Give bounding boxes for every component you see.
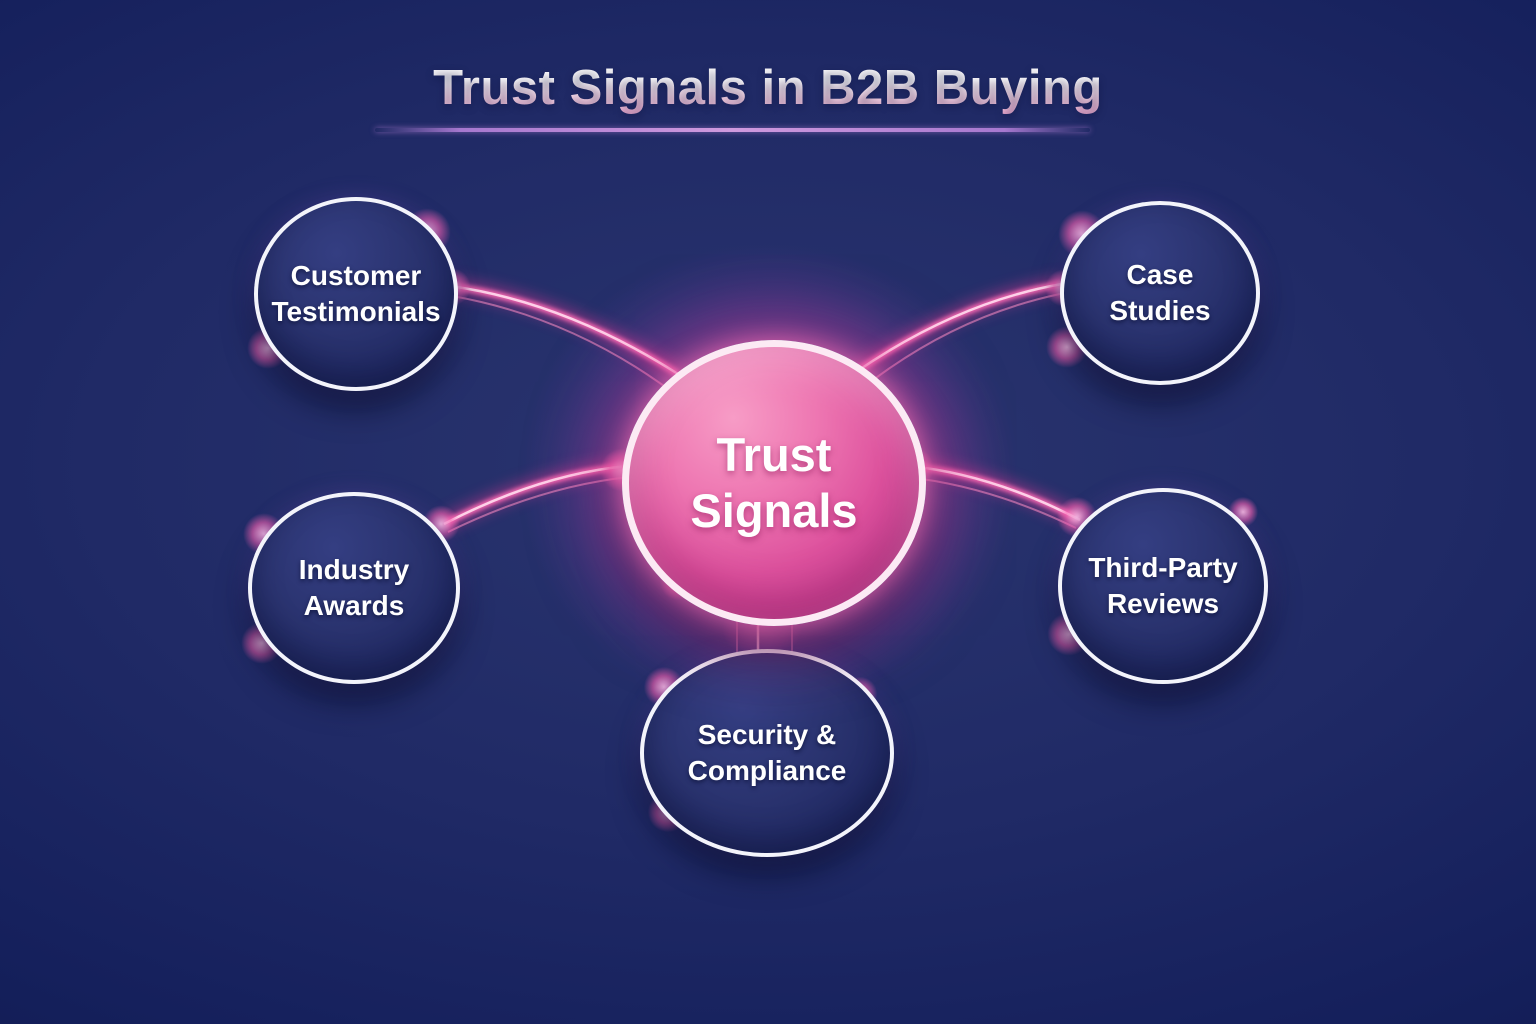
node-label: Security & Compliance [688, 717, 847, 789]
hub-label-line: Trust [716, 428, 832, 481]
page-title: Trust Signals in B2B Buying [433, 58, 1103, 118]
node-security-compliance: Security & Compliance [640, 649, 894, 857]
connector-case-studies [856, 284, 1062, 385]
title-underline [375, 128, 1090, 132]
node-label-line: Customer [290, 260, 422, 291]
node-label-line: Third-Party [1088, 552, 1238, 583]
connector-third-party-reviews [906, 466, 1080, 529]
node-label-line: Testimonials [271, 296, 441, 327]
node-label-line: Security & [697, 719, 837, 750]
node-label-line: Case [1126, 259, 1194, 290]
connector-industry-awards [444, 466, 630, 533]
node-case-studies: Case Studies [1060, 201, 1260, 385]
central-node-trust-signals: Trust Signals [622, 340, 926, 626]
node-third-party-reviews: Third-Party Reviews [1058, 488, 1268, 684]
node-industry-awards: Industry Awards [248, 492, 460, 684]
node-label: Third-Party Reviews [1088, 550, 1237, 622]
hub-label: Trust Signals [690, 427, 857, 539]
node-label-line: Industry [298, 554, 410, 585]
node-label-line: Studies [1109, 295, 1211, 326]
node-label: Case Studies [1109, 257, 1210, 329]
node-label: Industry Awards [299, 552, 409, 624]
node-label-line: Reviews [1106, 588, 1220, 619]
node-label-line: Awards [303, 590, 405, 621]
connector-customer-testimonials [450, 286, 678, 387]
node-label: Customer Testimonials [271, 258, 440, 330]
hub-label-line: Signals [690, 484, 858, 537]
node-customer-testimonials: Customer Testimonials [254, 197, 458, 391]
node-label-line: Compliance [687, 755, 847, 786]
